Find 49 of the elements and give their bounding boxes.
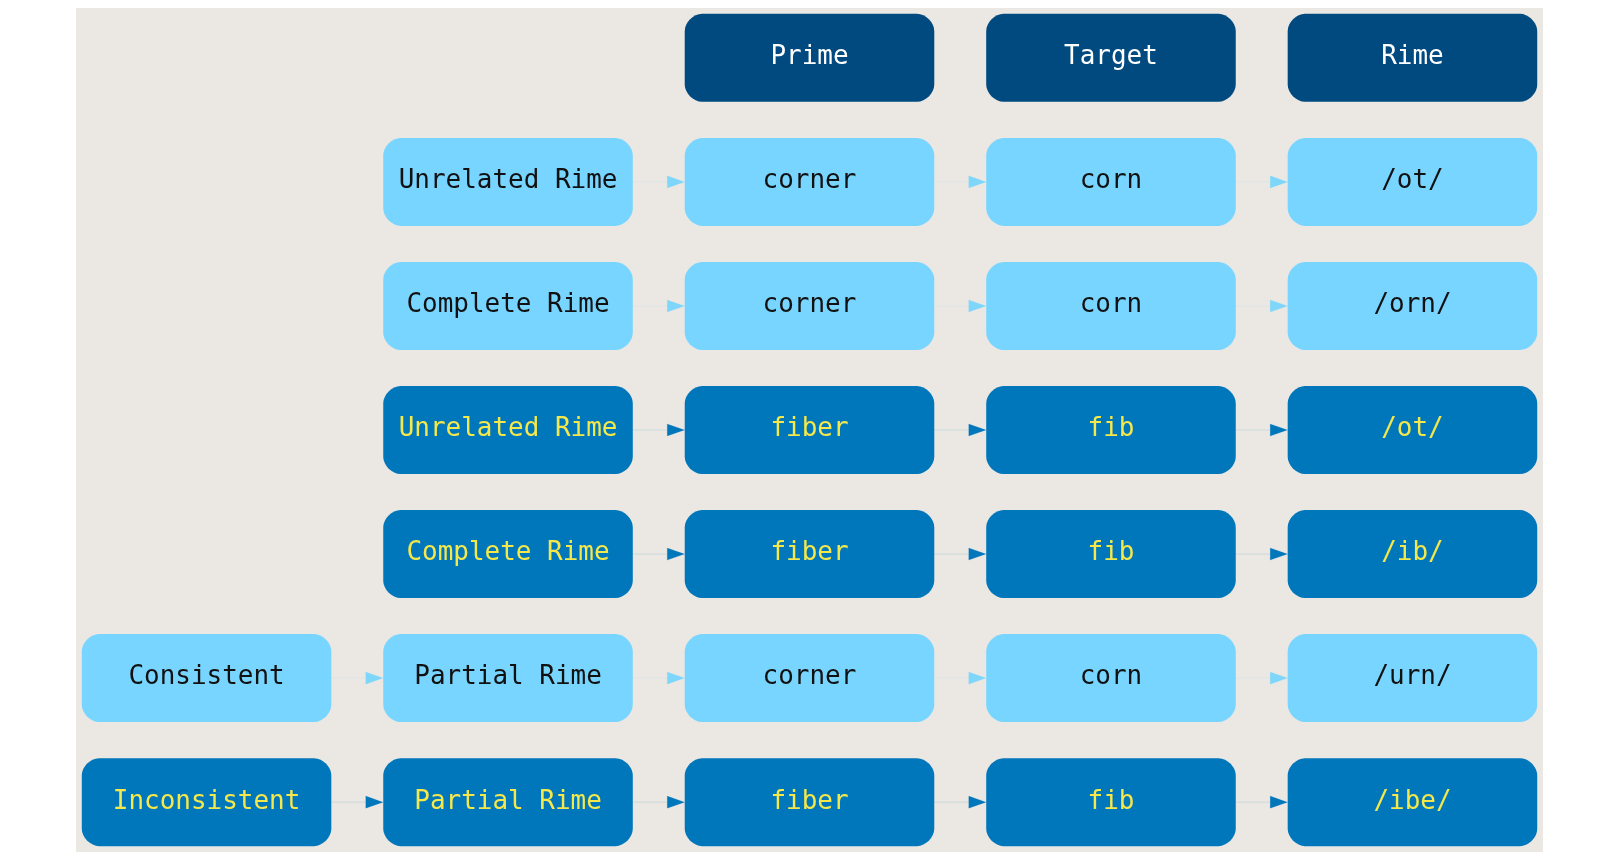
node-box: fiber	[684, 386, 934, 474]
node-box: /ib/	[1287, 510, 1537, 599]
node-box: corner	[684, 261, 934, 350]
node-box: Unrelated Rime	[382, 137, 633, 226]
arrow	[933, 423, 986, 437]
node-box: fiber	[684, 758, 934, 847]
node-box: /urn/	[1287, 634, 1537, 723]
arrow	[933, 175, 986, 188]
node-box: Complete Rime	[382, 510, 633, 599]
node-box: /ibe/	[1287, 758, 1537, 847]
arrow	[1235, 175, 1288, 188]
node-box: corn	[985, 261, 1236, 350]
node-box: Rime	[1287, 13, 1537, 102]
arrow	[1235, 423, 1288, 437]
arrow	[933, 299, 986, 313]
node-box: corn	[985, 634, 1236, 723]
node-box: Prime	[684, 13, 934, 102]
arrow	[632, 423, 685, 437]
node-box: corner	[684, 137, 934, 226]
arrow	[331, 796, 383, 809]
node-box: Partial Rime	[382, 634, 633, 723]
arrow	[933, 671, 986, 685]
arrow	[632, 175, 685, 188]
node-box: fib	[985, 510, 1236, 599]
node-box: fib	[985, 386, 1236, 474]
arrow	[1235, 547, 1288, 561]
node-box: Unrelated Rime	[382, 386, 633, 474]
arrow	[1235, 671, 1288, 685]
node-box: corn	[985, 137, 1236, 226]
arrow	[632, 671, 685, 685]
node-box: /ot/	[1287, 137, 1537, 226]
arrow	[1235, 299, 1288, 313]
arrow	[933, 796, 986, 809]
node-box: fib	[985, 758, 1236, 847]
node-box: /ot/	[1287, 386, 1537, 474]
node-box: corner	[684, 634, 934, 723]
node-box: Partial Rime	[382, 758, 633, 847]
node-box: Consistent	[81, 634, 331, 723]
arrow	[632, 547, 685, 561]
node-box: fiber	[684, 510, 934, 599]
arrow	[632, 299, 685, 313]
node-box: Target	[985, 13, 1236, 102]
node-box: Inconsistent	[81, 758, 331, 847]
arrow	[1235, 796, 1288, 809]
arrow	[933, 547, 986, 561]
node-box: Complete Rime	[382, 261, 633, 350]
node-box: /orn/	[1287, 261, 1537, 350]
arrow	[331, 671, 383, 685]
arrow	[632, 796, 685, 809]
